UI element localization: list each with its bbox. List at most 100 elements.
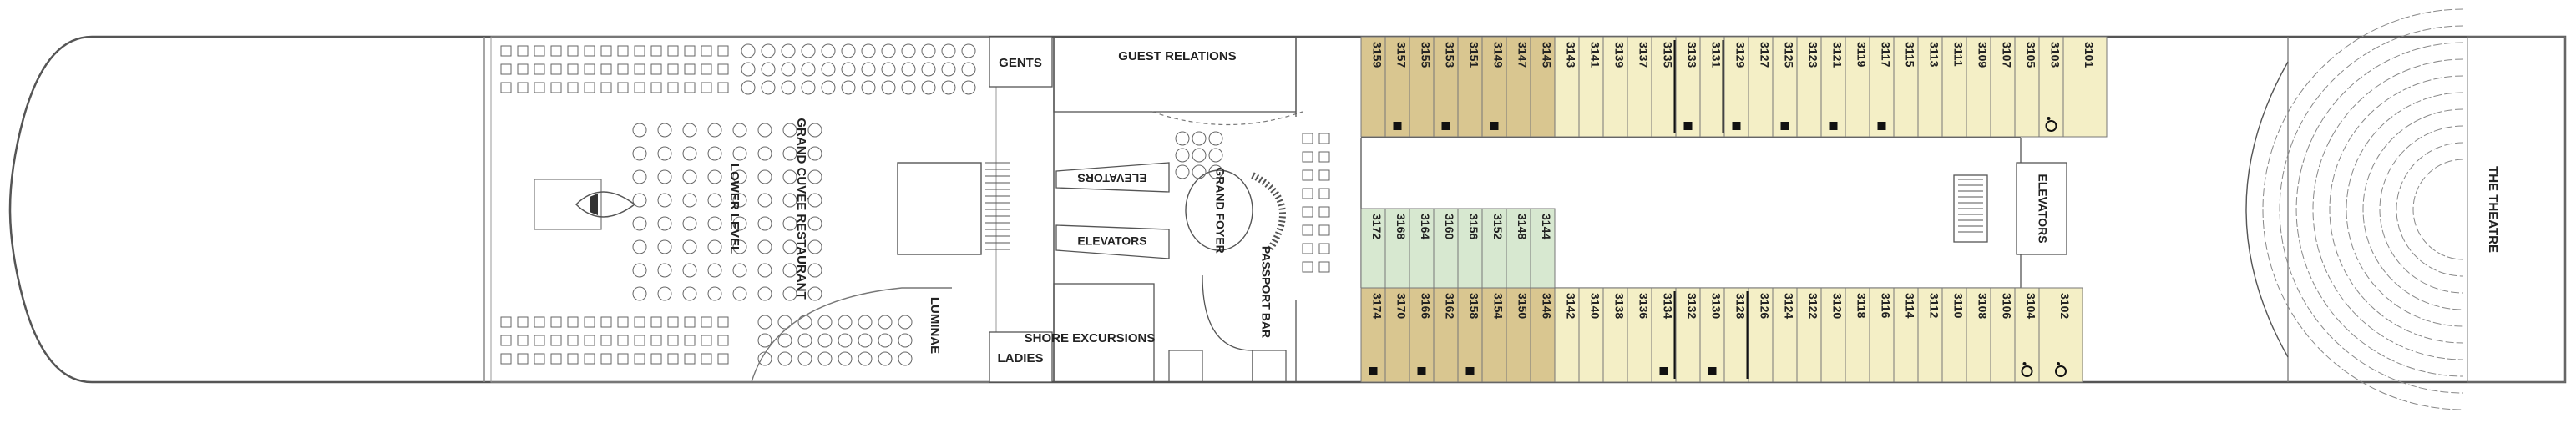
cabin-3146[interactable]: 3146 (1530, 287, 1556, 383)
cabin-number: 3113 (1928, 42, 1941, 68)
cabin-3117[interactable]: 3117 (1869, 36, 1895, 138)
cabin-3157[interactable]: 3157 (1384, 36, 1410, 138)
cabin-3109[interactable]: 3109 (1966, 36, 1991, 138)
cabin-3142[interactable]: 3142 (1554, 287, 1580, 383)
cabin-3148[interactable]: 3148 (1506, 208, 1531, 289)
cabin-3162[interactable]: 3162 (1433, 287, 1459, 383)
cabin-3159[interactable]: 3159 (1360, 36, 1386, 138)
cabin-3113[interactable]: 3113 (1917, 36, 1943, 138)
cabin-3164[interactable]: 3164 (1409, 208, 1435, 289)
cabin-3134[interactable]: 3134 (1651, 287, 1677, 383)
guest-relations-label: GUEST RELATIONS (1118, 49, 1236, 63)
cabin-number: 3143 (1565, 42, 1578, 68)
elevators-aft[interactable] (2016, 162, 2067, 255)
cabin-3111[interactable]: 3111 (1941, 36, 1967, 138)
sofa-bed-icon (1465, 367, 1475, 375)
cabin-3136[interactable]: 3136 (1627, 287, 1652, 383)
cabin-3126[interactable]: 3126 (1748, 287, 1774, 383)
elevators-forward-lower[interactable] (1055, 224, 1170, 259)
cabin-3138[interactable]: 3138 (1602, 287, 1628, 383)
cabin-3118[interactable]: 3118 (1845, 287, 1870, 383)
cabin-3103[interactable]: 3103 (2038, 36, 2064, 138)
cabin-3153[interactable]: 3153 (1433, 36, 1459, 138)
grand-foyer-label: GRAND FOYER (1213, 167, 1227, 253)
cabin-number: 3102 (2058, 293, 2072, 319)
cabin-3131[interactable]: 3131 (1699, 36, 1725, 138)
svg-text:GRAND CUVÉE RESTAURANT: GRAND CUVÉE RESTAURANT (794, 118, 808, 299)
cabin-3145[interactable]: 3145 (1530, 36, 1556, 138)
cabin-3102[interactable]: 3102 (2038, 287, 2083, 383)
grand-cuvee-restaurant-label: GRAND CUVÉE RESTAURANT (794, 118, 808, 299)
cabin-number: 3130 (1710, 293, 1723, 319)
cabin-number: 3156 (1467, 214, 1480, 239)
cabin-number: 3170 (1395, 293, 1409, 319)
foyer-service-right (1252, 350, 1287, 383)
cabin-3135[interactable]: 3135 (1651, 36, 1677, 138)
cabin-3108[interactable]: 3108 (1966, 287, 1991, 383)
cabin-3107[interactable]: 3107 (1990, 36, 2016, 138)
cabin-3133[interactable]: 3133 (1675, 36, 1701, 138)
cabin-3160[interactable]: 3160 (1433, 208, 1459, 289)
cabin-number: 3146 (1541, 293, 1554, 319)
cabin-3151[interactable]: 3151 (1457, 36, 1483, 138)
restaurant-area: GRAND CUVÉE RESTAURANT LOWER LEVEL LUMIN… (483, 36, 1010, 383)
cabin-3137[interactable]: 3137 (1627, 36, 1652, 138)
theatre: THE THEATRE (2245, 8, 2566, 410)
cabin-3112[interactable]: 3112 (1917, 287, 1943, 383)
cabin-3149[interactable]: 3149 (1481, 36, 1507, 138)
cabin-3174[interactable]: 3174 (1360, 287, 1386, 383)
cabin-3110[interactable]: 3110 (1941, 287, 1967, 383)
cabin-3119[interactable]: 3119 (1845, 36, 1870, 138)
cabin-3172[interactable]: 3172 (1360, 208, 1386, 289)
cabin-3144[interactable]: 3144 (1530, 208, 1556, 289)
cabin-3122[interactable]: 3122 (1796, 287, 1822, 383)
cabin-3125[interactable]: 3125 (1772, 36, 1798, 138)
cabin-3156[interactable]: 3156 (1457, 208, 1483, 289)
cabin-3155[interactable]: 3155 (1409, 36, 1435, 138)
cabin-3121[interactable]: 3121 (1820, 36, 1846, 138)
accessible-icon (2021, 362, 2033, 377)
cabin-number: 3135 (1662, 42, 1675, 68)
cabin-number: 3137 (1637, 42, 1651, 68)
cabin-3143[interactable]: 3143 (1554, 36, 1580, 138)
cabin-3129[interactable]: 3129 (1723, 36, 1749, 138)
cabin-3106[interactable]: 3106 (1990, 287, 2016, 383)
cabin-3154[interactable]: 3154 (1481, 287, 1507, 383)
cabin-3104[interactable]: 3104 (2014, 287, 2040, 383)
cabin-3105[interactable]: 3105 (2014, 36, 2040, 138)
cabin-3124[interactable]: 3124 (1772, 287, 1798, 383)
cabin-3141[interactable]: 3141 (1578, 36, 1604, 138)
grand-foyer-floor (1185, 169, 1253, 251)
cabin-3166[interactable]: 3166 (1409, 287, 1435, 383)
cabin-3128[interactable]: 3128 (1723, 287, 1749, 383)
cabin-number: 3129 (1734, 42, 1748, 68)
cabin-number: 3166 (1420, 293, 1433, 319)
cabin-3147[interactable]: 3147 (1506, 36, 1531, 138)
cabin-3123[interactable]: 3123 (1796, 36, 1822, 138)
cabin-3170[interactable]: 3170 (1384, 287, 1410, 383)
cabin-3158[interactable]: 3158 (1457, 287, 1483, 383)
cabin-3139[interactable]: 3139 (1602, 36, 1628, 138)
cabin-3114[interactable]: 3114 (1893, 287, 1919, 383)
cabin-3130[interactable]: 3130 (1699, 287, 1725, 383)
cabin-3132[interactable]: 3132 (1675, 287, 1701, 383)
cabin-3115[interactable]: 3115 (1893, 36, 1919, 138)
elevators-forward-upper[interactable] (1055, 162, 1170, 193)
cuvee-entrance-icon (574, 191, 636, 218)
cabin-3152[interactable]: 3152 (1481, 208, 1507, 289)
cabin-3140[interactable]: 3140 (1578, 287, 1604, 383)
wine-display (897, 162, 982, 255)
cabin-3127[interactable]: 3127 (1748, 36, 1774, 138)
cabin-3116[interactable]: 3116 (1869, 287, 1895, 383)
cabin-3150[interactable]: 3150 (1506, 287, 1531, 383)
cabin-3101[interactable]: 3101 (2062, 36, 2108, 138)
sofa-bed-icon (1877, 122, 1886, 130)
cabin-3120[interactable]: 3120 (1820, 287, 1846, 383)
cabin-number: 3126 (1759, 293, 1772, 319)
cabin-3168[interactable]: 3168 (1384, 208, 1410, 289)
stairs-restaurant (985, 162, 1010, 250)
stairs-aft-steps (1958, 179, 1983, 233)
